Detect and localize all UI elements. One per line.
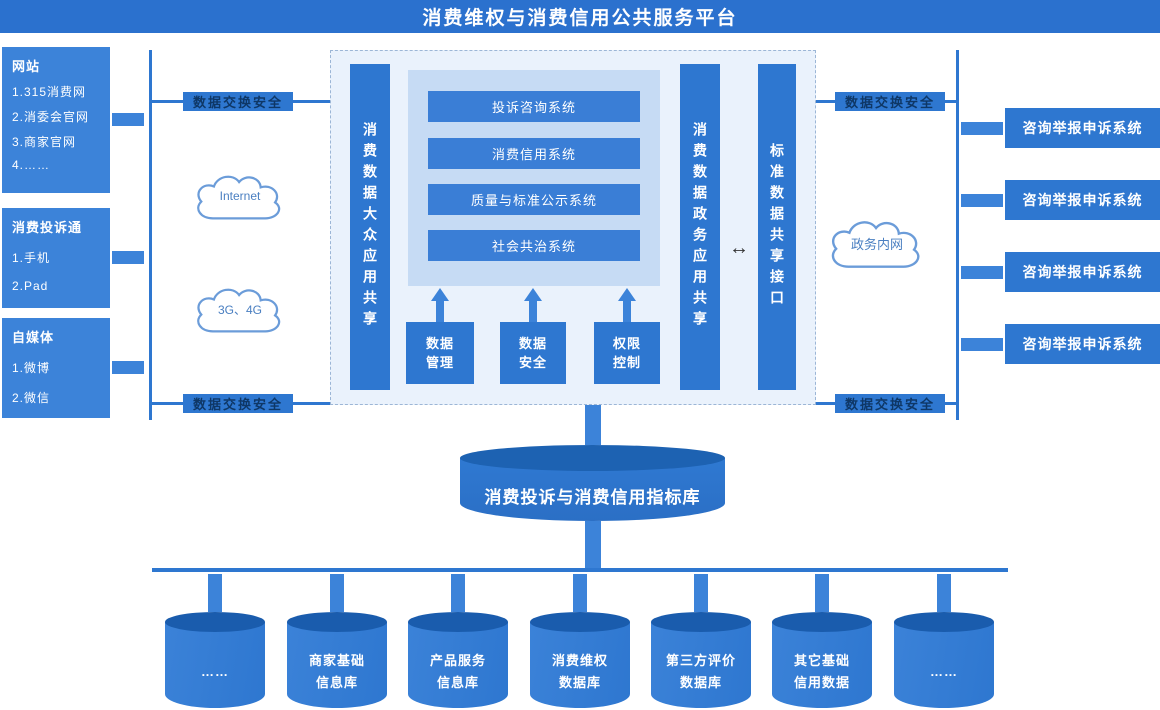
gov-data-share-bar: 消费数据政务应用共享 — [680, 64, 720, 390]
database-label: …… — [201, 663, 229, 679]
connector — [585, 405, 601, 445]
cloud-icon — [831, 221, 920, 268]
up-arrow-stem — [529, 301, 537, 322]
database-cylinder: 商家基础 信息库 — [287, 612, 387, 708]
panel-social-media-header: 自媒体 — [12, 330, 55, 345]
panel-website-item: 1.315消费网 — [12, 85, 87, 99]
panel-complaint-app-item: 2.Pad — [12, 279, 49, 293]
gov-intranet-cloud: 政务内网 — [820, 212, 934, 278]
database-label: 产品服务 信息库 — [429, 652, 486, 690]
consult-report-appeal-system: 咨询举报申诉系统 — [1005, 108, 1160, 148]
panel-complaint-app-item: 1.手机 — [12, 251, 51, 265]
cylinder-top — [165, 612, 265, 632]
up-arrow-icon — [524, 288, 542, 301]
consult-report-appeal-system: 咨询举报申诉系统 — [1005, 252, 1160, 292]
database-label: 第三方评价 数据库 — [665, 652, 736, 690]
database-cylinder: 第三方评价 数据库 — [651, 612, 751, 708]
connector — [208, 574, 222, 612]
cylinder-top — [772, 612, 872, 632]
connector — [961, 122, 1003, 135]
connector — [961, 266, 1003, 279]
connector — [585, 521, 601, 568]
data-exchange-bar: 数据交换安全 — [835, 394, 945, 413]
panel-website: 网站 1.315消费网 2.消委会官网 3.商家官网 4.…… — [2, 47, 110, 193]
panel-complaint-app: 消费投诉通 1.手机 2.Pad — [2, 208, 110, 308]
database-cylinder: 产品服务 信息库 — [408, 612, 508, 708]
system-complaint-consult: 投诉咨询系统 — [428, 91, 640, 122]
consult-report-appeal-system: 咨询举报申诉系统 — [1005, 324, 1160, 364]
database-bus-line — [152, 568, 1008, 572]
cylinder-top — [408, 612, 508, 632]
database-cylinder: …… — [165, 612, 265, 708]
connector — [937, 574, 951, 612]
cloud-icon — [197, 175, 281, 220]
internet-cloud-label: Internet — [219, 189, 261, 203]
panel-complaint-app-header: 消费投诉通 — [12, 220, 83, 235]
panel-website-item: 3.商家官网 — [12, 135, 77, 149]
up-arrow-icon — [618, 288, 636, 301]
up-arrow-stem — [623, 301, 631, 322]
public-data-share-bar: 消费数据大众应用共享 — [350, 64, 390, 390]
data-exchange-bar: 数据交换安全 — [183, 394, 293, 413]
consult-report-appeal-system: 咨询举报申诉系统 — [1005, 180, 1160, 220]
mobile-network-cloud: 3G、4G — [186, 280, 294, 342]
connector — [112, 113, 144, 126]
connector — [573, 574, 587, 612]
connector — [694, 574, 708, 612]
internet-cloud: Internet — [186, 167, 294, 229]
panel-social-media: 自媒体 1.微博 2.微信 — [2, 318, 110, 418]
connector — [961, 194, 1003, 207]
up-arrow-icon — [431, 288, 449, 301]
system-quality-standard: 质量与标准公示系统 — [428, 184, 640, 215]
cylinder-top — [530, 612, 630, 632]
panel-social-media-item: 2.微信 — [12, 391, 51, 405]
page-title: 消费维权与消费信用公共服务平台 — [0, 0, 1160, 33]
cylinder-top — [287, 612, 387, 632]
indicator-library-label: 消费投诉与消费信用指标库 — [484, 487, 701, 507]
double-arrow-icon: ↔ — [729, 237, 749, 259]
database-cylinder: 消费维权 数据库 — [530, 612, 630, 708]
data-exchange-bar: 数据交换安全 — [183, 92, 293, 111]
panel-website-item: 4.…… — [12, 158, 51, 172]
standard-data-interface-bar: 标准数据共享接口 — [758, 64, 796, 390]
database-cylinder: 其它基础 信用数据 — [772, 612, 872, 708]
database-label: 其它基础 信用数据 — [793, 652, 850, 690]
system-social-governance: 社会共治系统 — [428, 230, 640, 261]
system-consumer-credit: 消费信用系统 — [428, 138, 640, 169]
database-label: 消费维权 数据库 — [551, 652, 608, 690]
connector — [112, 361, 144, 374]
data-exchange-bar: 数据交换安全 — [835, 92, 945, 111]
connector — [112, 251, 144, 264]
panel-website-item: 2.消委会官网 — [12, 110, 90, 124]
connector — [451, 574, 465, 612]
cloud-icon — [197, 288, 281, 333]
support-access-control: 权限 控制 — [594, 322, 660, 384]
cylinder-top — [894, 612, 994, 632]
support-data-management: 数据 管理 — [406, 322, 474, 384]
up-arrow-stem — [436, 301, 444, 322]
connector — [330, 574, 344, 612]
indicator-library-top — [460, 445, 725, 471]
database-label: 商家基础 信息库 — [308, 652, 365, 690]
indicator-library: 消费投诉与消费信用指标库 — [460, 445, 725, 521]
panel-website-header: 网站 — [12, 59, 41, 74]
gov-intranet-cloud-label: 政务内网 — [850, 236, 903, 252]
database-label: …… — [930, 663, 958, 679]
panel-social-media-item: 1.微博 — [12, 361, 51, 375]
database-cylinder: …… — [894, 612, 994, 708]
connector — [815, 574, 829, 612]
right-trunk-line — [956, 50, 959, 420]
support-data-security: 数据 安全 — [500, 322, 566, 384]
connector — [961, 338, 1003, 351]
cylinder-top — [651, 612, 751, 632]
mobile-network-cloud-label: 3G、4G — [217, 302, 263, 317]
left-trunk-line — [149, 50, 152, 420]
